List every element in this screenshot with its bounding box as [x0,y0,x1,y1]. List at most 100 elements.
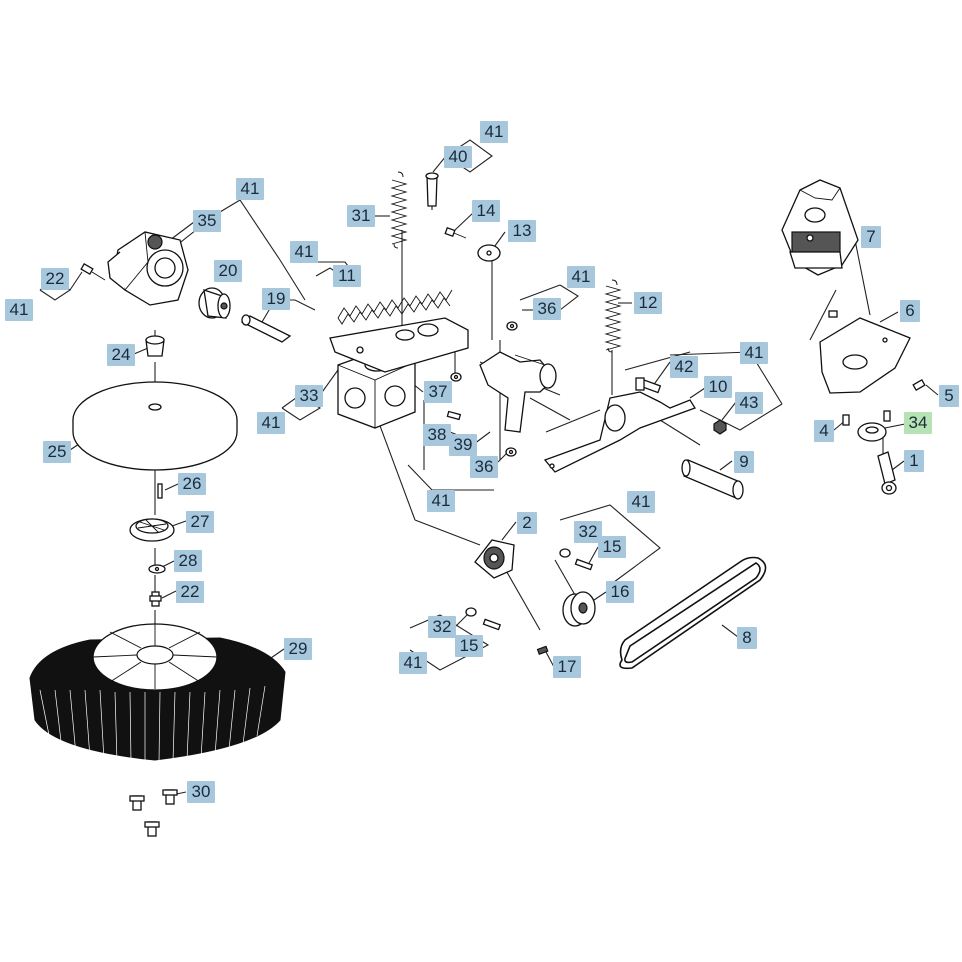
disc-part [72,381,238,471]
washer-part [477,244,501,262]
callout-10[interactable]: 10 [704,376,732,398]
callout-33[interactable]: 33 [295,385,323,407]
callout-14[interactable]: 14 [472,200,500,222]
key-part [157,483,163,499]
spring-part [337,289,453,325]
callout-41[interactable]: 41 [427,490,455,512]
callout-9[interactable]: 9 [734,451,754,473]
arm-part [543,391,696,473]
callout-34-highlighted[interactable]: 34 [904,412,932,434]
screw-part [828,310,838,318]
hub-part [129,518,175,542]
callout-32[interactable]: 32 [428,616,456,638]
callout-2[interactable]: 2 [517,512,537,534]
washer-part [559,548,571,558]
washer-part [505,447,517,457]
callout-41[interactable]: 41 [740,342,768,364]
motor-part [781,179,859,276]
shaft-part [240,314,292,343]
callout-15[interactable]: 15 [455,635,483,657]
callout-31[interactable]: 31 [347,205,375,227]
side-brush-part [29,623,286,763]
callout-16[interactable]: 16 [606,581,634,603]
screw-part [129,795,145,811]
callout-8[interactable]: 8 [737,627,757,649]
callout-29[interactable]: 29 [284,638,312,660]
callout-41[interactable]: 41 [567,266,595,288]
callout-22[interactable]: 22 [41,268,69,290]
pulley-part [562,591,596,627]
callout-36[interactable]: 36 [533,298,561,320]
screw-part [842,414,850,426]
callout-43[interactable]: 43 [735,392,763,414]
callout-11[interactable]: 11 [333,265,361,287]
callout-41[interactable]: 41 [399,652,427,674]
callout-39[interactable]: 39 [449,434,477,456]
callout-1[interactable]: 1 [904,450,924,472]
screw-part [444,226,467,239]
callout-25[interactable]: 25 [43,441,71,463]
pin-part [425,172,439,207]
callout-41[interactable]: 41 [627,491,655,513]
callout-20[interactable]: 20 [214,260,242,282]
callout-30[interactable]: 30 [187,781,215,803]
washer-part [148,564,166,574]
callout-41[interactable]: 41 [480,121,508,143]
screw-part [162,789,178,805]
eye-bolt-part [877,451,897,495]
callout-17[interactable]: 17 [553,656,581,678]
washer-part [450,372,462,382]
coupling-part [198,287,231,319]
washer-part [506,321,518,331]
callout-38[interactable]: 38 [423,424,451,446]
callout-6[interactable]: 6 [900,300,920,322]
bracket-plate-part [329,317,469,373]
callout-40[interactable]: 40 [444,146,472,168]
callout-22[interactable]: 22 [176,581,204,603]
bushing-part [145,335,165,357]
drive-belt-part [619,556,767,670]
washer-part [857,422,887,442]
screw-part [482,618,502,631]
callout-24[interactable]: 24 [107,344,135,366]
callout-36[interactable]: 36 [470,456,498,478]
callout-37[interactable]: 37 [424,381,452,403]
screw-part [80,263,106,281]
lever-bracket-part [479,351,557,433]
screw-part [446,410,462,421]
callout-28[interactable]: 28 [174,550,202,572]
bolt-part [635,377,662,394]
screw-part [883,410,891,422]
sleeve-part [681,459,744,500]
gearbox-housing-part [107,231,189,306]
callout-19[interactable]: 19 [262,288,290,310]
spring-part [604,279,622,353]
callout-4[interactable]: 4 [814,420,834,442]
callout-5[interactable]: 5 [939,385,959,407]
bearing-flange-part [474,539,515,579]
callout-32[interactable]: 32 [574,521,602,543]
screw-part [574,558,594,571]
spring-part [390,171,408,249]
callout-27[interactable]: 27 [186,511,214,533]
callout-7[interactable]: 7 [861,226,881,248]
callout-12[interactable]: 12 [634,292,662,314]
callout-35[interactable]: 35 [193,210,221,232]
screw-part [144,821,160,837]
callout-15[interactable]: 15 [598,536,626,558]
callout-41[interactable]: 41 [5,299,33,321]
callout-41[interactable]: 41 [290,241,318,263]
callout-41[interactable]: 41 [236,178,264,200]
washer-part [465,607,477,617]
motor-plate-part [819,317,911,394]
set-screw-part [536,645,549,655]
callout-26[interactable]: 26 [178,473,206,495]
screw-part [912,379,926,391]
callout-13[interactable]: 13 [508,220,536,242]
screw-part [149,591,162,607]
callout-42[interactable]: 42 [670,356,698,378]
callout-41[interactable]: 41 [257,412,285,434]
nut-part [713,419,727,435]
